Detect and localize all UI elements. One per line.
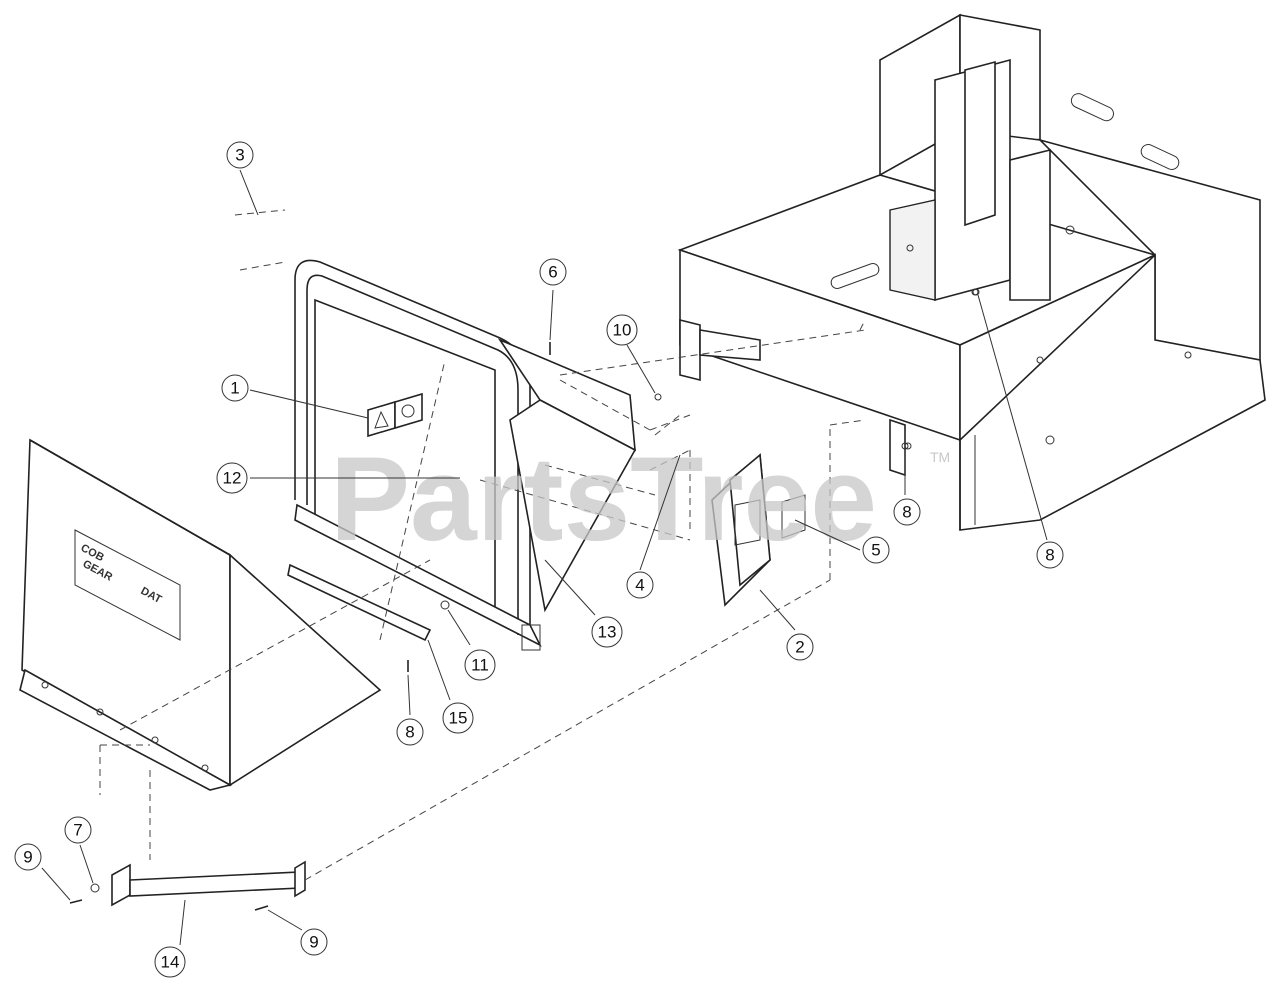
svg-text:TM: TM: [930, 449, 950, 465]
callout-number: 11: [471, 656, 489, 675]
callout-2: 2: [786, 633, 814, 661]
callout-circle: [226, 141, 254, 169]
callout-8: 8: [396, 718, 424, 746]
callout-circle: [396, 718, 424, 746]
callout-number: 5: [871, 541, 880, 560]
callout-leaders: [41, 169, 1048, 946]
callout-12: 12: [216, 462, 248, 494]
callout-6: 6: [539, 258, 567, 286]
callout-number: 10: [613, 321, 632, 340]
callout-circle: [64, 816, 92, 844]
callout-circle: [539, 258, 567, 286]
callout-number: 12: [223, 469, 242, 488]
callout-circle: [14, 843, 42, 871]
hood-frame: [294, 259, 637, 651]
callout-number: 15: [449, 709, 468, 728]
callout-circle: [786, 633, 814, 661]
assembly-lines: [99, 209, 866, 881]
callout-13: 13: [591, 616, 623, 648]
callout-number: 4: [635, 576, 644, 595]
callout-4: 4: [626, 571, 654, 599]
callout-circle: [464, 649, 496, 681]
callout-15: 15: [442, 702, 474, 734]
warning-decal: [367, 392, 423, 438]
callout-11: 11: [464, 649, 496, 681]
callout-number: 8: [1045, 546, 1054, 565]
callout-number: 8: [902, 503, 911, 522]
callout-number: 13: [598, 623, 617, 642]
callout-circle: [591, 616, 623, 648]
callout-number: 9: [309, 933, 318, 952]
callout-7: 7: [64, 816, 92, 844]
callout-labels: 3 6 10 1 12 8 8 5 4 13 2 11 15 8 7 9 14 9: [14, 141, 1064, 978]
callout-8: 8: [1036, 541, 1064, 569]
callout-number: 9: [23, 848, 32, 867]
callout-9: 9: [300, 928, 328, 956]
mower-frame: [677, 13, 1266, 531]
callout-8: 8: [893, 498, 921, 526]
callout-circle: [221, 374, 249, 402]
callout-number: 2: [795, 638, 804, 657]
partstree-watermark: PartsTree TM: [330, 432, 950, 566]
callout-9: 9: [14, 843, 42, 871]
hardware: [69, 288, 980, 911]
callout-3: 3: [226, 141, 254, 169]
callout-1: 1: [221, 374, 249, 402]
callout-number: 7: [73, 821, 82, 840]
callout-circle: [862, 536, 890, 564]
svg-text:PartsTree: PartsTree: [330, 432, 877, 566]
callout-10: 10: [606, 314, 638, 346]
support-rod: [111, 860, 306, 907]
callout-5: 5: [862, 536, 890, 564]
callout-circle: [300, 928, 328, 956]
callout-14: 14: [154, 946, 186, 978]
callout-circle: [442, 702, 474, 734]
callout-number: 6: [548, 263, 557, 282]
rear-pad: [711, 453, 806, 607]
callout-circle: [216, 462, 248, 494]
callout-circle: [154, 946, 186, 978]
callout-number: 8: [405, 723, 414, 742]
callout-number: 14: [161, 953, 180, 972]
callout-circle: [606, 314, 638, 346]
hinge-bar: [287, 563, 432, 642]
callout-number: 1: [230, 379, 239, 398]
callout-circle: [626, 571, 654, 599]
callout-circle: [1036, 541, 1064, 569]
callout-number: 3: [235, 146, 244, 165]
callout-circle: [893, 498, 921, 526]
